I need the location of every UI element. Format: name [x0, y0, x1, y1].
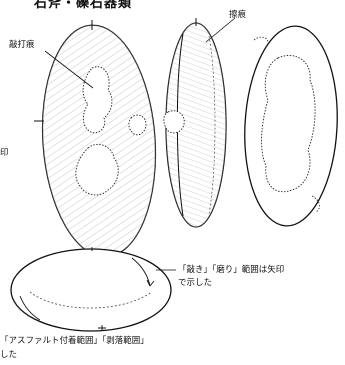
leader-lines: [44, 17, 236, 271]
grind-note-line1: 「敲き」「磨り」範囲は矢印: [178, 265, 285, 275]
grind-note-line2: で示した: [178, 278, 213, 288]
hit-scar-label: 敲打痕: [9, 40, 35, 50]
bottom-note-line2: した: [0, 350, 18, 360]
tool-bottom-view: [10, 247, 172, 332]
left-edge-label: 印: [0, 148, 9, 158]
bottom-note-line1: 「アスファルト付着範囲」「剥落範囲」: [0, 336, 149, 346]
tool-front-view: [34, 20, 157, 260]
tool-back-view: [244, 25, 338, 227]
tool-side-view: [128, 18, 227, 228]
figure-title: 石斧・礫石器類: [34, 0, 133, 11]
scrape-scar-label: 擦痕: [229, 10, 247, 20]
